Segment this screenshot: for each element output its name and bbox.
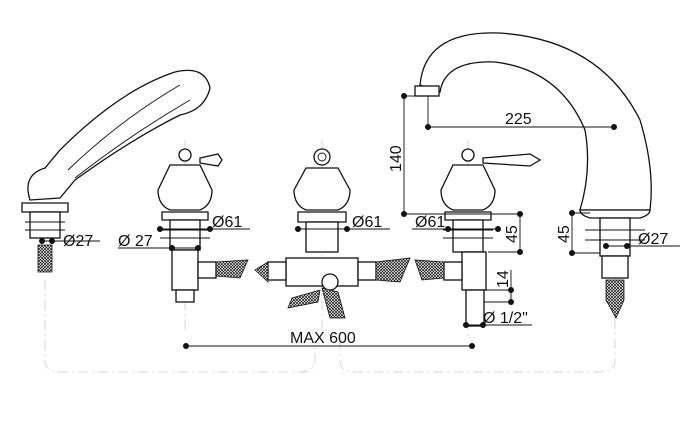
hot-handle-diameter-label: Ø61 (415, 214, 445, 231)
hand-shower (21, 69, 211, 273)
spout-base-diameter-label: Ø27 (638, 231, 668, 248)
thread-length-label: 14 (495, 270, 512, 288)
spout-base-height-label: 45 (556, 225, 573, 243)
thread-size-label: Ø 1/2" (483, 310, 528, 327)
cold-valve-diameter-label: Ø 27 (118, 233, 153, 250)
diverter-diameter-label: Ø61 (352, 214, 382, 231)
hot-valve-height-label: 45 (504, 225, 521, 243)
max-spacing-label: MAX 600 (290, 330, 356, 347)
spout (414, 32, 652, 319)
hot-valve (414, 148, 542, 327)
handshower-diameter-label: Ø27 (63, 233, 93, 250)
spout-height-label: 140 (388, 145, 405, 172)
cold-valve (157, 148, 249, 303)
spout-reach-label: 225 (505, 111, 532, 128)
cold-handle-diameter-label: Ø61 (212, 214, 242, 231)
dimension-lines (39, 93, 680, 349)
diverter (254, 148, 411, 319)
